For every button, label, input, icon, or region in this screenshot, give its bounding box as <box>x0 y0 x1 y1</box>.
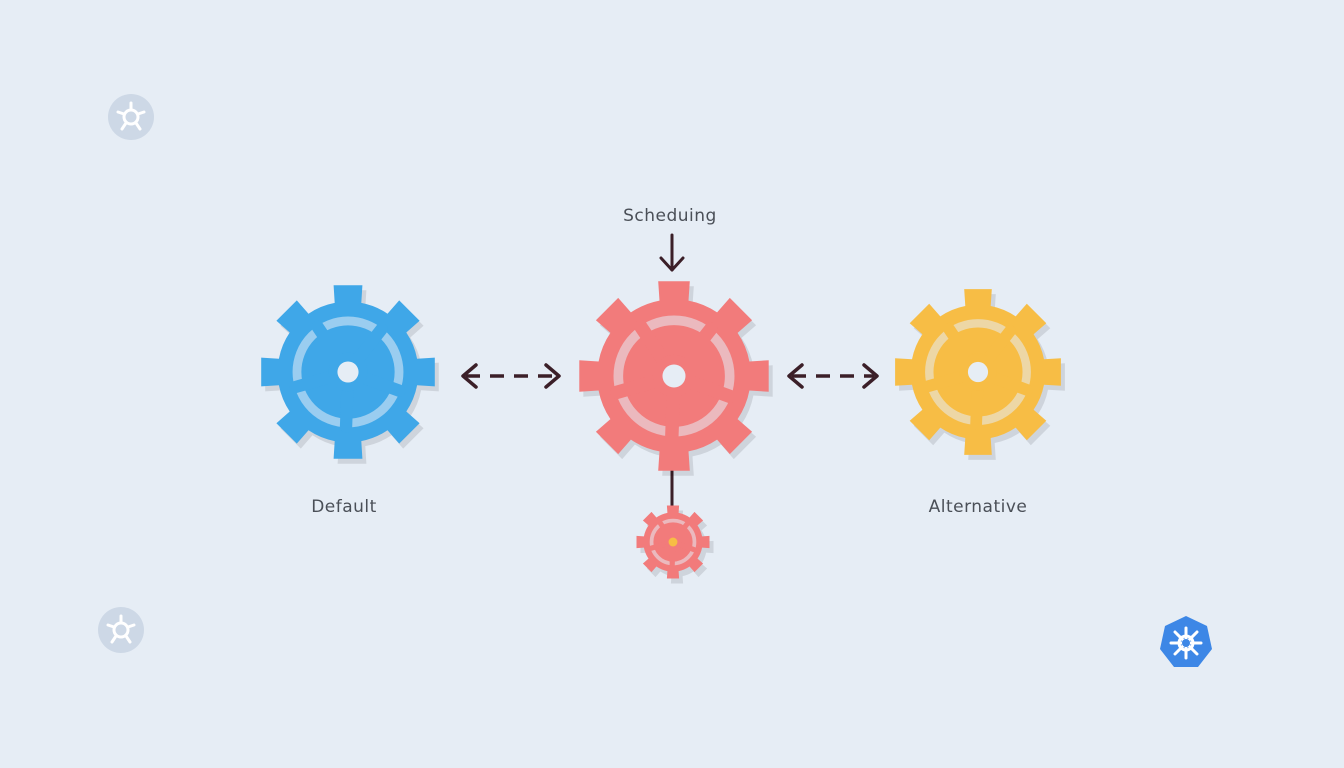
helm-wheel-badge-icon <box>98 607 144 653</box>
red-gear-icon <box>579 281 773 476</box>
bidirectional-arrow-right <box>787 363 879 389</box>
small-red-gear-icon <box>636 505 714 584</box>
helm-wheel-badge-icon <box>108 94 154 140</box>
bidirectional-arrow-left <box>461 363 561 389</box>
blue-gear-icon <box>261 285 439 464</box>
yellow-gear-icon <box>895 289 1065 460</box>
default-label: Default <box>311 497 377 517</box>
alternative-label: Alternative <box>929 497 1028 517</box>
down-arrow-icon <box>659 233 685 272</box>
kubernetes-badge-icon <box>1160 616 1212 667</box>
scheduling-label: Scheduing <box>623 206 717 226</box>
